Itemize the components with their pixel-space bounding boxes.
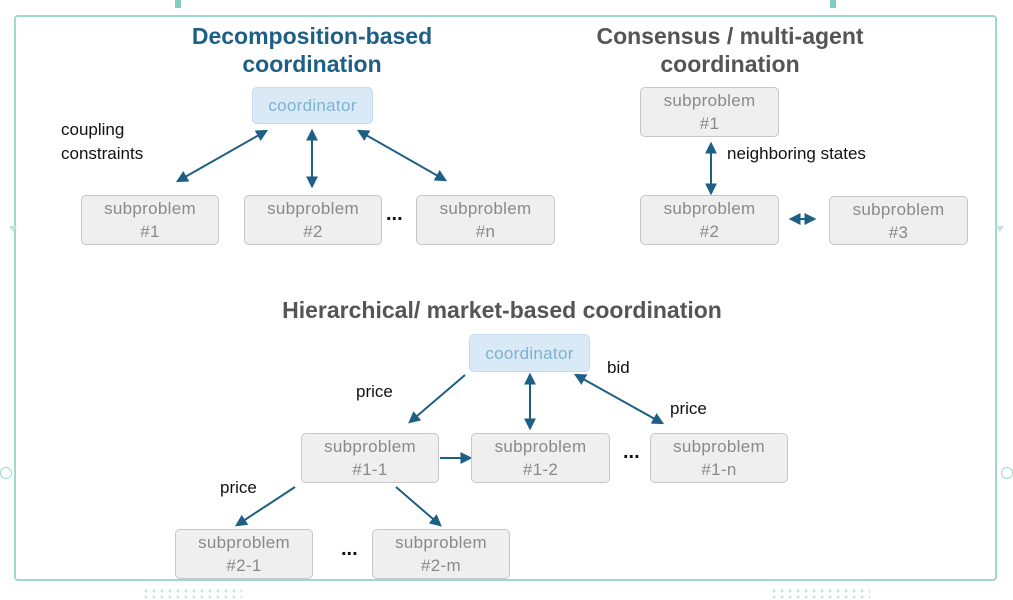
- price-label-right: price: [670, 399, 707, 418]
- consensus-subproblem-2: subproblem #2: [640, 195, 779, 245]
- arrow-coordinator-subn: [356, 129, 448, 182]
- subproblem-number: #3: [888, 222, 909, 242]
- subproblem-label: subproblem: [104, 199, 196, 218]
- consensus-title: Consensus / multi-agent coordination: [585, 22, 875, 78]
- frame-side-tick-right: [996, 226, 1004, 232]
- arrow-coordinator-sub1: [175, 129, 269, 183]
- subproblem-label: subproblem: [267, 199, 359, 218]
- hierarchical-ellipsis-bottom: ...: [341, 538, 358, 560]
- consensus-subproblem-3: subproblem #3: [829, 196, 968, 245]
- hierarchical-coordinator-label: coordinator: [485, 343, 574, 363]
- subproblem-label: subproblem: [663, 199, 756, 218]
- decor-dots-right: [770, 588, 870, 600]
- decor-dots-left: [142, 588, 242, 600]
- subproblem-number: #1-1: [352, 460, 388, 479]
- price-label-left: price: [356, 382, 393, 401]
- frame-tab-right: [830, 0, 836, 8]
- price-label-lower: price: [220, 478, 257, 497]
- hierarchical-subproblem-1-2: subproblem #1-2: [471, 433, 610, 483]
- subproblem-label: subproblem: [439, 199, 532, 218]
- hierarchical-subproblem-2-1: subproblem #2-1: [175, 529, 313, 579]
- subproblem-number: #1: [140, 222, 160, 241]
- consensus-title-line2: coordination: [660, 51, 800, 77]
- subproblem-number: #1-n: [701, 460, 737, 479]
- decomposition-subproblem-1: subproblem #1: [81, 195, 219, 245]
- decomposition-title-line2: coordination: [242, 51, 382, 77]
- decomposition-coordinator-label: coordinator: [268, 96, 357, 115]
- consensus-title-line1: Consensus / multi-agent: [596, 23, 864, 49]
- decomposition-ellipsis: ...: [386, 203, 403, 225]
- coupling-constraints-label: coupling constraints: [61, 118, 143, 166]
- decomposition-title: Decomposition-based coordination: [182, 22, 442, 78]
- hierarchical-coordinator-box: coordinator: [469, 334, 590, 372]
- subproblem-label: subproblem: [324, 437, 416, 456]
- diagram-frame: [14, 15, 997, 581]
- frame-side-tick-left: [9, 226, 17, 232]
- decomposition-subproblem-n: subproblem #n: [416, 195, 555, 245]
- decomposition-coordinator-box: coordinator: [252, 87, 373, 124]
- subproblem-label: subproblem: [198, 533, 290, 552]
- coupling-line2: constraints: [61, 144, 144, 163]
- hierarchical-subproblem-1-n: subproblem #1-n: [650, 433, 788, 483]
- subproblem-label: subproblem: [494, 437, 587, 456]
- subproblem-label: subproblem: [663, 91, 756, 110]
- subproblem-number: #2-1: [226, 556, 262, 575]
- neighboring-states-label: neighboring states: [727, 144, 866, 163]
- subproblem-number: #1: [699, 114, 720, 133]
- subproblem-label: subproblem: [673, 437, 765, 456]
- hierarchical-subproblem-1-1: subproblem #1-1: [301, 433, 439, 483]
- decomposition-subproblem-2: subproblem #2: [244, 195, 382, 245]
- decomposition-title-line1: Decomposition-based: [191, 23, 433, 49]
- subproblem-label: subproblem: [395, 533, 487, 552]
- hierarchical-title: Hierarchical/ market-based coordination: [282, 297, 722, 323]
- subproblem-number: #1-2: [522, 460, 559, 479]
- hierarchical-subproblem-2-m: subproblem #2-m: [372, 529, 510, 579]
- frame-tab-left: [175, 0, 181, 8]
- arrow-sub11-to-sub21: [234, 486, 296, 527]
- subproblem-number: #2: [303, 222, 323, 241]
- subproblem-number: #2: [699, 222, 720, 241]
- coupling-line1: coupling: [61, 120, 125, 139]
- subproblem-label: subproblem: [852, 199, 945, 219]
- hierarchical-ellipsis-top: ...: [623, 441, 640, 463]
- arrow-sub11-to-sub2m: [395, 486, 442, 527]
- bid-label: bid: [607, 358, 630, 377]
- frame-side-dot-left: [0, 467, 12, 479]
- arrow-coordinator-to-sub11: [408, 374, 466, 424]
- arrow-coordinator-sub1n: [573, 373, 665, 425]
- subproblem-number: #n: [475, 222, 496, 241]
- consensus-subproblem-1: subproblem #1: [640, 87, 779, 137]
- subproblem-number: #2-m: [421, 556, 461, 575]
